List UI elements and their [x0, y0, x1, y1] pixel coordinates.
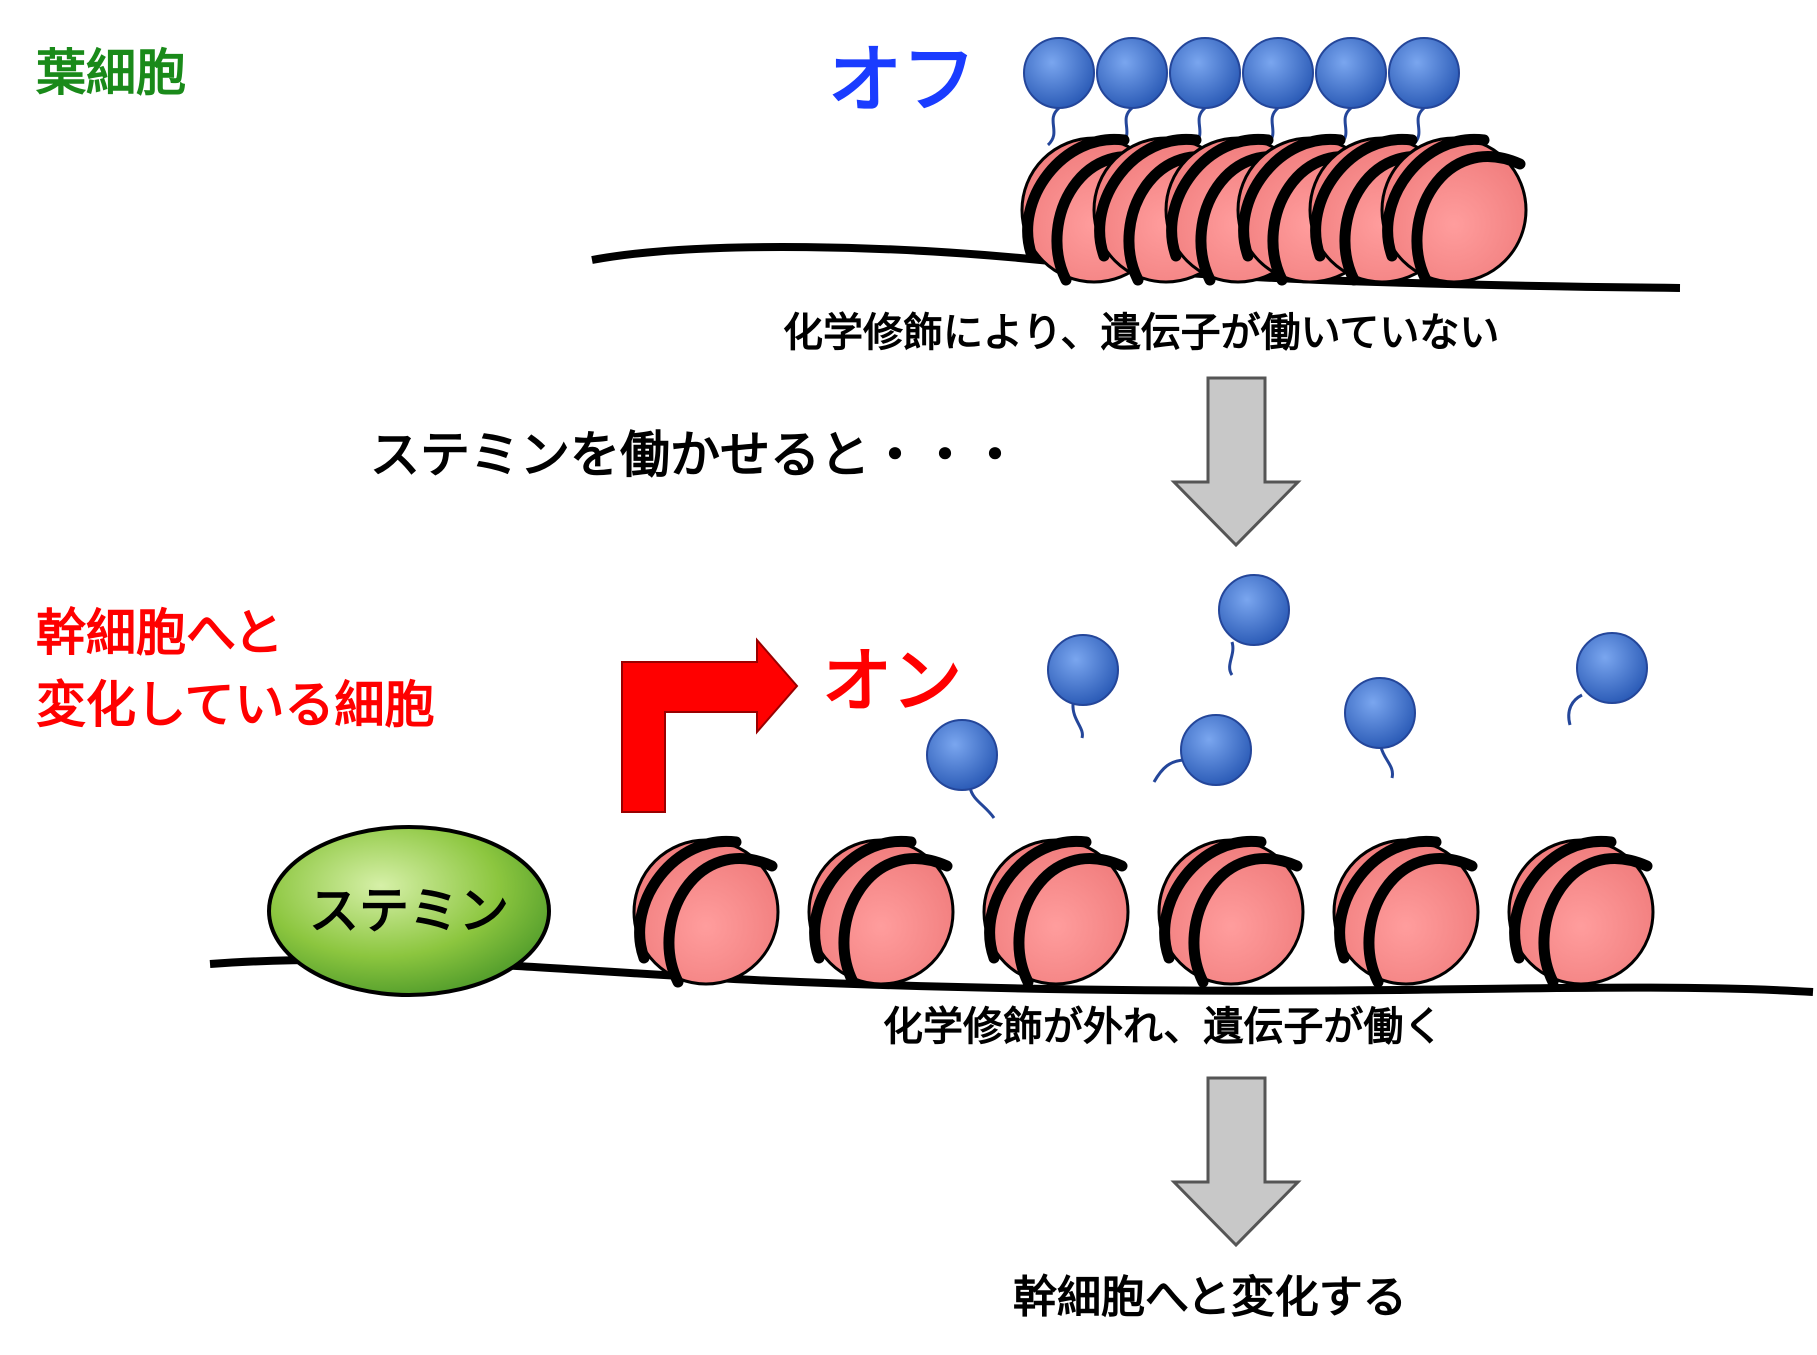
- off-caption: 化学修飾により、遺伝子が働いていない: [783, 310, 1499, 356]
- released-ball-3: [926, 719, 998, 819]
- down-arrow-1: [1170, 376, 1302, 548]
- nucleosome-bottom-6: [1509, 840, 1653, 984]
- changing-cell-label-line2: 変化している細胞: [36, 676, 435, 734]
- stemin-protein: [267, 825, 551, 997]
- released-ball-4: [1152, 714, 1252, 786]
- released-ball-6: [1567, 632, 1648, 726]
- activation-arrow: [621, 637, 799, 813]
- modification-stalks-top: [1046, 106, 1426, 147]
- compacted-nucleosomes: [1022, 138, 1526, 282]
- nucleosome-bottom-2: [809, 840, 953, 984]
- released-ball-5: [1344, 677, 1416, 779]
- stemin-action-label: ステミンを働かせると・・・: [370, 426, 1020, 484]
- nucleosome-bottom-5: [1334, 840, 1478, 984]
- nucleosome-bottom-4: [1159, 840, 1303, 984]
- modification-balls-attached: [1023, 37, 1460, 109]
- on-label: オン: [822, 640, 962, 722]
- leaf-cell-label: 葉細胞: [35, 44, 186, 102]
- down-arrow-2: [1170, 1076, 1302, 1248]
- nucleosome-bottom-3: [984, 840, 1128, 984]
- modification-balls-released: [926, 574, 1648, 819]
- modification-ball-top-1: [1023, 37, 1095, 109]
- modification-ball-top-3: [1169, 37, 1241, 109]
- nucleosome-top-6: [1382, 138, 1526, 282]
- modification-ball-top-5: [1315, 37, 1387, 109]
- modification-ball-top-2: [1096, 37, 1168, 109]
- stemin-label: ステミン: [309, 882, 509, 940]
- modification-ball-top-6: [1388, 37, 1460, 109]
- released-ball-1: [1218, 574, 1290, 676]
- result-label: 幹細胞へと変化する: [1013, 1272, 1407, 1323]
- off-label: オフ: [828, 37, 976, 123]
- released-ball-2: [1047, 634, 1119, 739]
- on-caption: 化学修飾が外れ、遺伝子が働く: [883, 1004, 1443, 1050]
- changing-cell-label-line1: 幹細胞へと: [36, 604, 284, 662]
- modification-ball-top-4: [1242, 37, 1314, 109]
- nucleosome-bottom-1: [634, 840, 778, 984]
- open-nucleosomes: [634, 840, 1653, 984]
